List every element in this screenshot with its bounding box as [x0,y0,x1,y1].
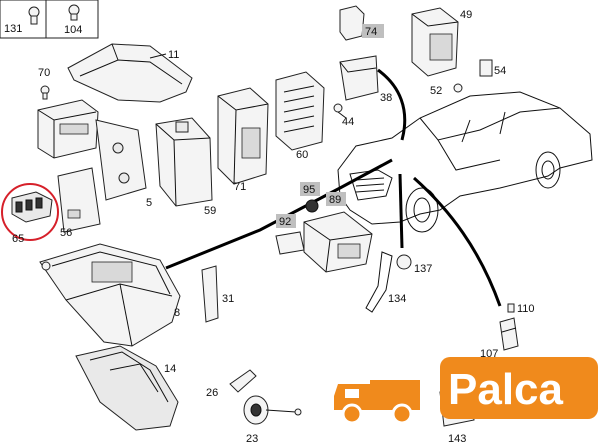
truck-icon [334,380,420,425]
cover-strip-31-part: 31 [201,265,234,323]
label-49: 49 [460,9,472,21]
label-74: 74 [365,26,377,38]
label-143: 143 [448,433,466,445]
plate-92-part: 92 [275,214,305,255]
wire-to-relay-74 [377,68,407,141]
label-89: 89 [329,194,341,206]
label-104: 104 [64,24,82,36]
fuse-box-base-8-part: 8 [39,243,181,347]
module-60-part: 60 [275,71,325,161]
wire-to-bracket-134 [398,173,404,249]
inset-box-131: 131 [0,0,47,39]
label-38: 38 [380,92,392,104]
screw-52: 52 [430,83,463,97]
label-70: 70 [38,67,50,79]
logo-background [440,357,598,419]
fuse-box-cover-part: 11 [67,43,193,103]
label-8: 8 [174,307,180,319]
label-71: 71 [234,181,246,193]
control-unit-89-part: 89 [303,192,373,273]
logo-text: Palca [448,365,564,414]
label-14: 14 [164,363,176,375]
hose-26-part: 26 [206,369,257,399]
clip-54-part: 54 [479,59,506,77]
label-60: 60 [296,149,308,161]
fan-motor-23-part: 23 [243,395,302,445]
screw-44: 44 [333,103,354,128]
connector-110-part: 110 107 [480,303,535,360]
highlight-circle [1,183,59,241]
screw-70: 70 [38,67,50,100]
label-137: 137 [414,263,432,275]
palca-logo: Palca [334,357,598,425]
wire-to-fuse-box [165,158,393,270]
label-56: 56 [60,227,72,239]
label-92: 92 [279,216,291,228]
label-31: 31 [222,293,234,305]
label-65: 65 [12,233,24,245]
nut-95-part: 95 [300,182,320,213]
label-110: 110 [517,303,535,315]
control-unit-71-part: 71 [217,87,269,193]
label-52: 52 [430,85,442,97]
label-44: 44 [342,116,354,128]
label-23: 23 [246,433,258,445]
relay-block-59-part: 59 [155,117,216,217]
bracket-5-part: 5 [95,119,152,209]
inset-box-104: 104 [45,0,99,39]
nut-137-part: 137 [396,254,432,275]
label-54: 54 [494,65,506,77]
car-outline [337,91,593,233]
label-5: 5 [146,197,152,209]
label-11: 11 [168,49,179,61]
label-134: 134 [388,293,406,305]
label-131: 131 [4,23,22,35]
label-59: 59 [204,205,216,217]
bracket-134-part: 134 [365,251,406,313]
label-95: 95 [303,184,315,196]
wire-to-connector-110 [413,176,502,307]
label-26: 26 [206,387,218,399]
fuse-65-part: 65 [1,183,59,245]
bracket-38-part: 38 [339,55,392,104]
lower-tray-14-part: 14 [75,345,179,431]
relay-74-part: 74 [339,5,384,41]
module-68-part: 68 [37,99,99,159]
control-unit-49-part: 49 [411,7,472,77]
plate-56-part: 56 [57,167,101,239]
